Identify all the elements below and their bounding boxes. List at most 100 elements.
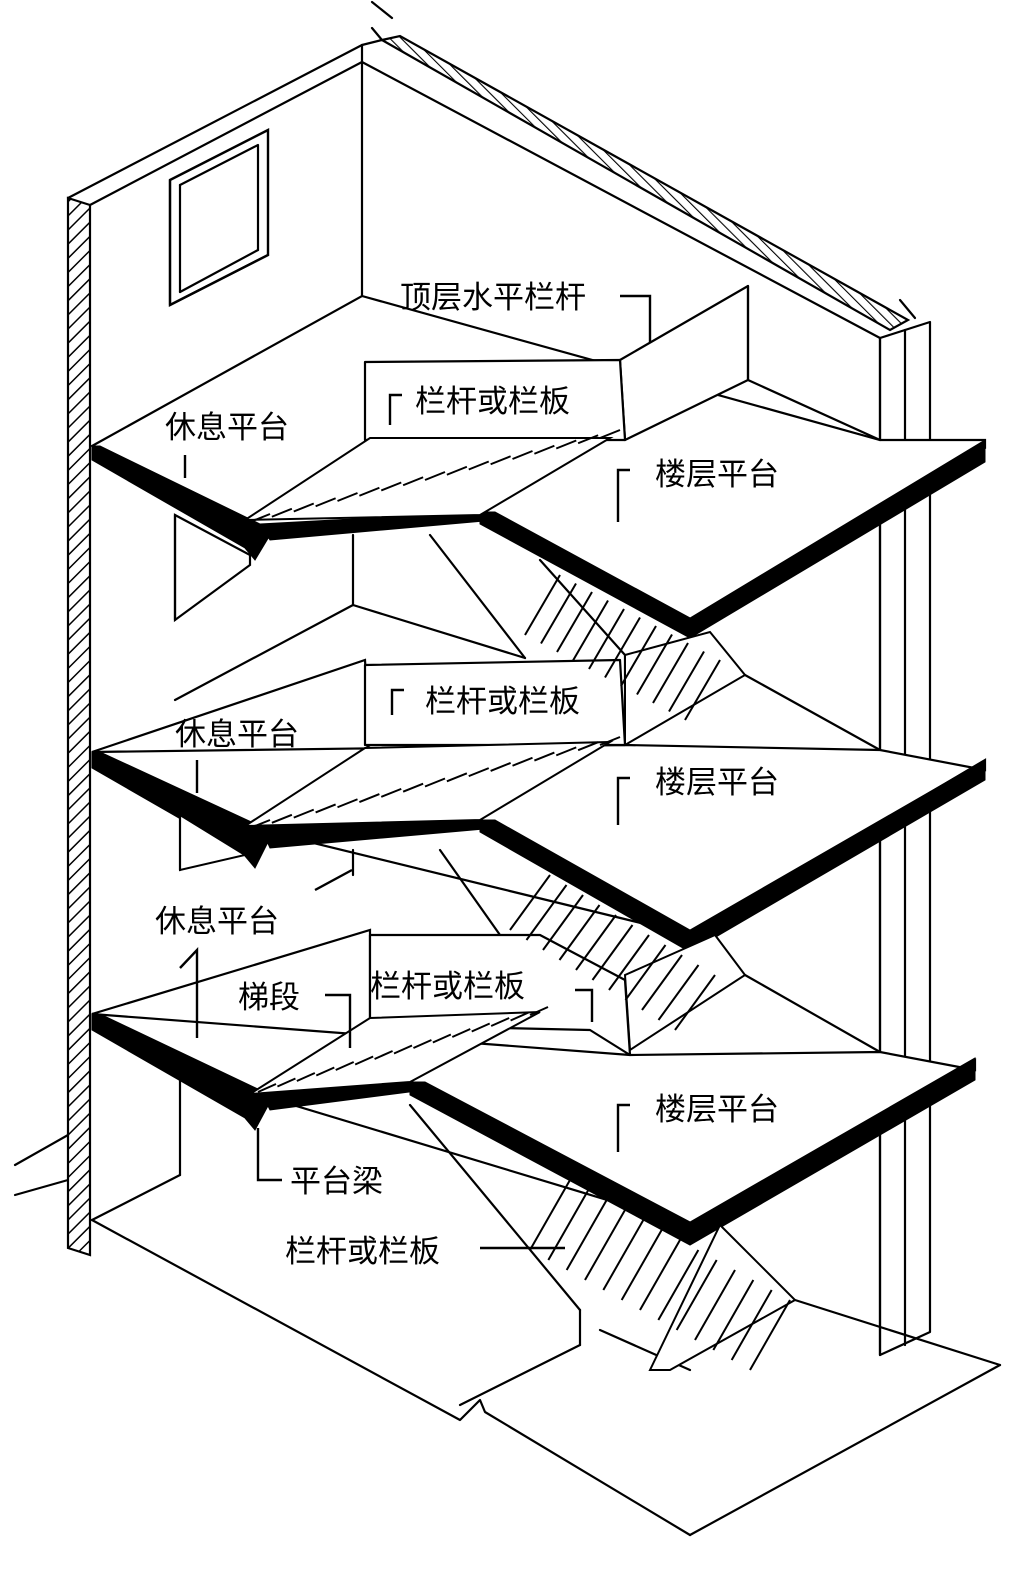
leader-top-rail [620, 294, 652, 342]
stair-tread [674, 974, 716, 1031]
stair-tread [509, 874, 551, 931]
stair-tread [432, 1033, 452, 1044]
treads-middle [249, 736, 621, 829]
leader-landing-1-tail [314, 868, 353, 892]
stair-tread [620, 625, 657, 687]
label-landing-3: 休息平台 [165, 410, 289, 446]
stair-tread [354, 1055, 374, 1066]
stair-tread [558, 904, 601, 961]
label-landing-2: 休息平台 [175, 717, 299, 753]
leader-floor-1 [616, 1103, 630, 1152]
stair-tread [249, 513, 271, 523]
stair-tread [393, 1044, 413, 1055]
stair-tread [588, 608, 625, 670]
label-flight: 梯段 [238, 980, 300, 1016]
stair-tread [359, 793, 380, 803]
stair-tread [277, 1077, 296, 1088]
stair-tread [624, 944, 667, 1001]
stair-tread [534, 444, 555, 455]
window-upper [168, 128, 270, 307]
ground-level [13, 1073, 1002, 1537]
stair-tread [542, 894, 584, 951]
stair-tread [337, 492, 358, 502]
treads-top [249, 429, 621, 523]
stair-tread [335, 1061, 355, 1071]
stair-tread [712, 1279, 755, 1351]
stair-tread [577, 741, 599, 752]
stair-tread [374, 1050, 393, 1060]
stair-tread [668, 650, 705, 713]
stair-tread [510, 1011, 529, 1022]
stair-tread [271, 813, 293, 824]
stair-tread [413, 1039, 432, 1049]
level-2-structure [173, 513, 882, 752]
stair-tread [525, 884, 568, 941]
stair-tread [652, 642, 689, 704]
stair-tread [657, 964, 700, 1021]
stair-tread [512, 450, 533, 460]
stair-tread [657, 1249, 700, 1321]
level-1-structure [178, 813, 882, 1054]
stair-tread [424, 471, 446, 481]
leader-railing-3 [388, 393, 402, 425]
stair-tread [257, 1083, 277, 1093]
lower-floor [91, 928, 977, 1246]
middle-floor [91, 658, 987, 953]
stair-tread [584, 1209, 626, 1281]
label-floor-1: 楼层平台 [655, 1092, 779, 1128]
stair-tread [602, 1219, 645, 1291]
stair-tread [315, 497, 336, 508]
stair-tread [293, 502, 315, 513]
stair-tread [749, 1299, 791, 1371]
stair-tread [565, 1199, 608, 1271]
stair-tread [446, 465, 468, 476]
stair-tread [490, 455, 511, 466]
stair-tread [604, 616, 641, 679]
stair-tread [620, 1229, 663, 1301]
stair-tread [359, 486, 380, 497]
stair-tread [424, 777, 446, 788]
roof-slab [360, 0, 917, 340]
leader-landing-1 [179, 946, 199, 1038]
stair-tread [577, 434, 599, 445]
treads-lower [257, 1006, 549, 1093]
stair-tread [608, 934, 650, 991]
label-top-rail: 顶层水平栏杆 [400, 280, 586, 316]
stair-tread [271, 507, 293, 518]
stair-tread [684, 659, 721, 721]
stair-tread [575, 914, 617, 971]
stair-tread [296, 1072, 316, 1082]
stair-tread [468, 767, 490, 778]
leader-floor-2 [616, 776, 630, 825]
stair-tread [639, 1239, 681, 1311]
stair-tread [641, 954, 683, 1011]
treads-low-right [529, 1179, 791, 1371]
leader-floor-3 [616, 468, 630, 522]
treads-mid-right [509, 874, 716, 1031]
label-floor-2: 楼层平台 [655, 765, 779, 801]
stair-tread [524, 574, 561, 636]
stair-tread [490, 1017, 510, 1027]
stair-tread [446, 772, 468, 783]
stair-tread [402, 476, 424, 487]
stair-tread [534, 751, 555, 762]
label-railing-2: 栏杆或栏板 [425, 684, 580, 720]
stair-tread [315, 803, 336, 814]
stair-tread [591, 924, 634, 981]
stair-tread [451, 1028, 471, 1038]
leader-landing-beam [256, 1128, 282, 1182]
stair-tread [540, 582, 577, 645]
stair-tread [636, 633, 673, 696]
stair-tread [529, 1006, 549, 1016]
stair-tread [555, 439, 577, 450]
leader-railing-1 [575, 988, 594, 1022]
stair-tread [293, 808, 315, 819]
stair-tread [380, 787, 402, 798]
label-railing-1: 栏杆或栏板 [370, 969, 525, 1005]
leader-flight [325, 993, 352, 1048]
stair-tread [468, 460, 490, 471]
stair-tread [694, 1269, 736, 1341]
label-railing-ground: 栏杆或栏板 [285, 1234, 440, 1270]
stair-tread [572, 599, 609, 662]
